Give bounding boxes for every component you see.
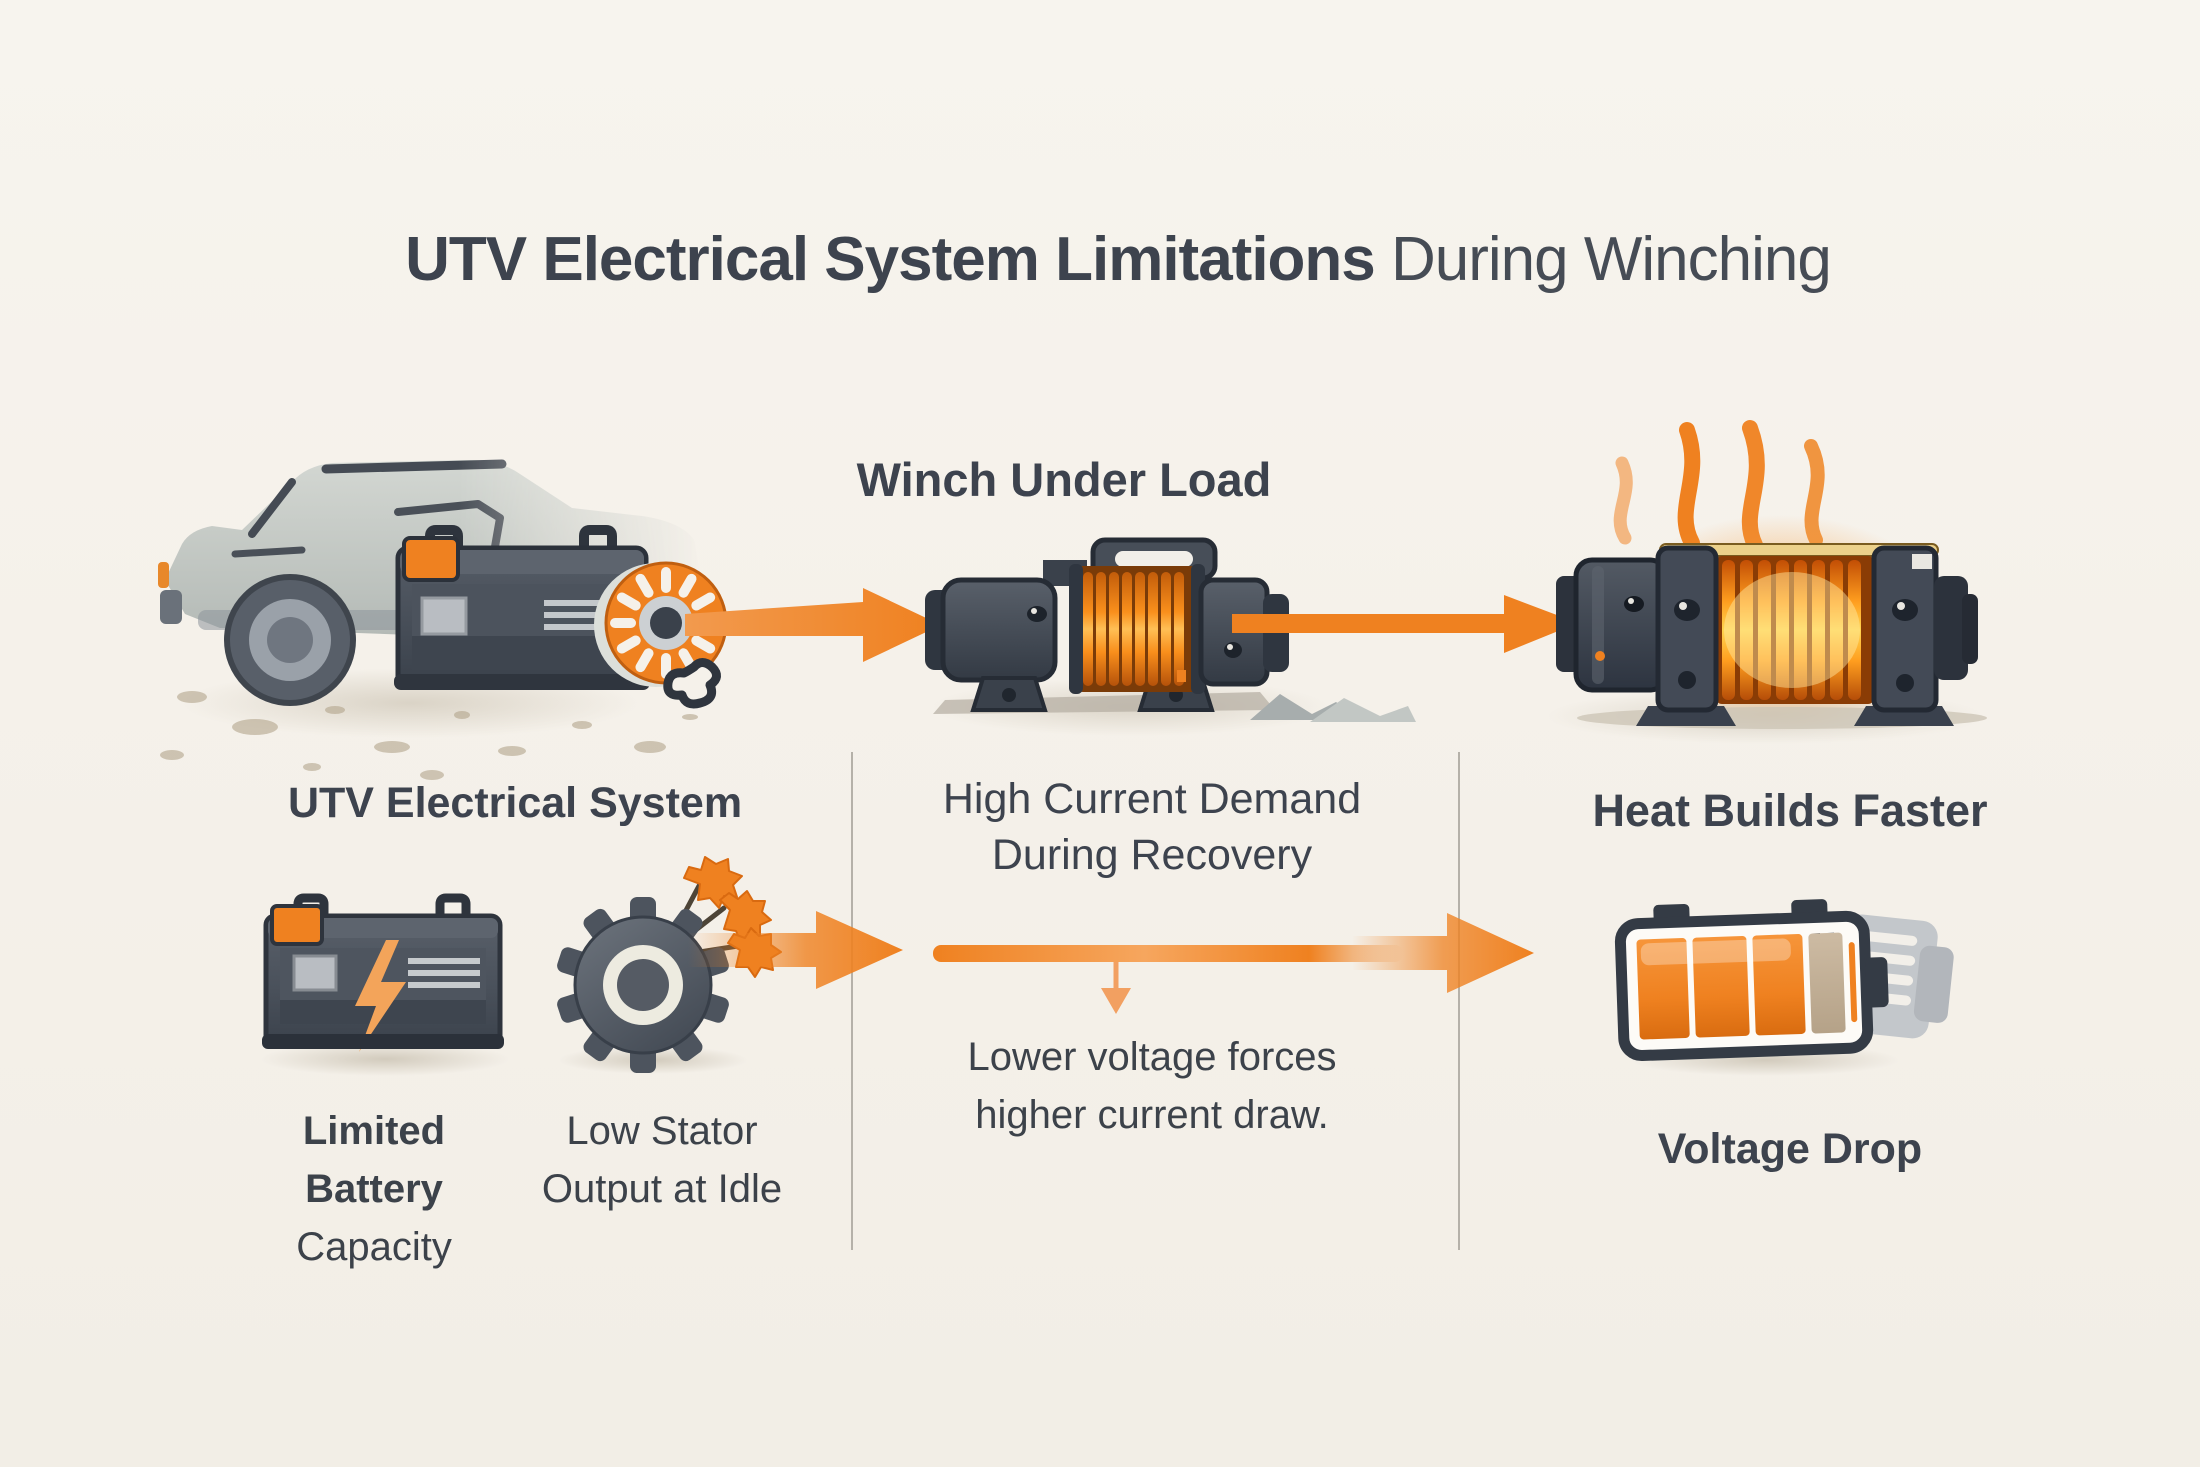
column-divider-right xyxy=(1458,752,1460,1250)
winch-hook-icon xyxy=(663,658,721,709)
flow-arrow-bottom-right xyxy=(1352,913,1534,993)
low-stator-caption: Low Stator Output at Idle xyxy=(541,1109,783,1211)
dirt-specks xyxy=(160,691,698,780)
flow-arrow-top-left xyxy=(685,588,941,662)
battery-charge-level-icon xyxy=(1614,899,1954,1062)
winch-under-load-label: Winch Under Load xyxy=(856,453,1272,506)
utv-system-heading: UTV Electrical System xyxy=(287,779,743,827)
flow-arrow-bottom-left xyxy=(688,911,903,989)
flow-arrow-top-right xyxy=(1232,595,1578,653)
down-arrow-icon xyxy=(1101,962,1131,1014)
overheating-winch-illustration xyxy=(1556,420,1987,731)
page-title-main: UTV Electrical System Limitations xyxy=(405,225,1376,294)
rocks xyxy=(1250,694,1416,722)
stator-pulley-illustration xyxy=(594,561,728,709)
limited-battery-caption: Limited Battery Capacity xyxy=(269,1102,479,1276)
heat-builds-heading: Heat Builds Faster xyxy=(1592,785,1988,836)
page-title: UTV Electrical System Limitations During… xyxy=(405,224,1832,295)
voltage-drop-caption: Voltage Drop xyxy=(1657,1125,1923,1173)
limited-battery-caption-rest: Capacity xyxy=(296,1225,452,1269)
limited-battery-caption-bold: Limited Battery xyxy=(302,1109,446,1211)
current-flow-bar xyxy=(933,945,1403,962)
winch-illustration xyxy=(925,537,1289,714)
column-divider-left xyxy=(851,752,853,1250)
page-title-suffix: During Winching xyxy=(1374,225,1832,294)
battery-lightning-icon xyxy=(262,893,504,1052)
current-demand-heading: High Current Demand During Recovery xyxy=(942,775,1362,879)
lower-voltage-note: Lower voltage forces higher current draw… xyxy=(967,1035,1337,1137)
